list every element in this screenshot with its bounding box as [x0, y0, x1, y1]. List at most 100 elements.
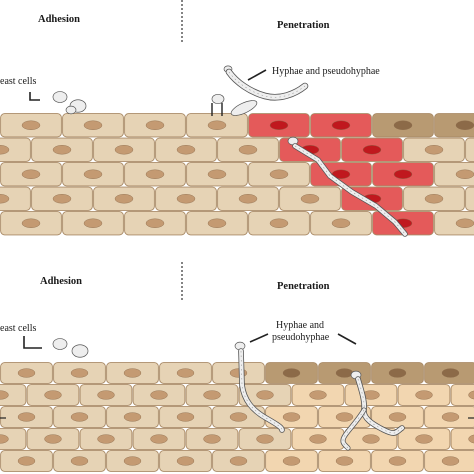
cell-nucleus — [150, 434, 168, 444]
cell-nucleus — [238, 194, 258, 204]
cell-nucleus — [44, 390, 62, 400]
cell-nucleus — [17, 368, 36, 378]
cell-nucleus — [21, 120, 41, 130]
cell-nucleus — [468, 390, 474, 400]
adhesion-heading: Adhesion — [38, 14, 81, 25]
cell-nucleus — [176, 145, 196, 155]
epithelial-cell — [465, 137, 474, 162]
epithelial-cell — [0, 428, 27, 450]
penetration-heading: Penetration — [277, 20, 330, 31]
cell-nucleus — [0, 434, 9, 444]
cell-nucleus — [269, 218, 289, 228]
epithelial-tissue-top — [0, 113, 474, 236]
cell-nucleus — [203, 390, 221, 400]
yeast-cell — [65, 105, 77, 115]
cell-nucleus — [123, 456, 142, 466]
epithelial-cell — [434, 113, 474, 138]
epithelial-cell — [434, 162, 474, 187]
yeast-pointer — [29, 92, 40, 101]
penetration-heading: Penetration — [277, 281, 330, 292]
cell-nucleus — [123, 368, 142, 378]
cell-nucleus — [455, 169, 474, 179]
cell-nucleus — [388, 368, 407, 378]
cell-nucleus — [393, 120, 413, 130]
cell-nucleus — [17, 412, 36, 422]
epithelial-cell — [465, 186, 474, 211]
cell-nucleus — [203, 434, 221, 444]
yeast-cell — [52, 338, 68, 350]
cell-nucleus — [176, 456, 195, 466]
cell-nucleus — [145, 120, 165, 130]
cell-nucleus — [309, 434, 327, 444]
hyphae-label-line-2: pseudohyphae — [272, 332, 330, 343]
cell-nucleus — [83, 169, 103, 179]
cell-nucleus — [331, 218, 351, 228]
cell-nucleus — [17, 456, 36, 466]
cell-nucleus — [269, 169, 289, 179]
cell-nucleus — [388, 412, 407, 422]
hyphae-label-line-1: Hyphae and — [276, 320, 325, 331]
cell-nucleus — [97, 390, 115, 400]
cell-nucleus — [455, 218, 474, 228]
cell-nucleus — [424, 145, 444, 155]
cell-nucleus — [176, 412, 195, 422]
hypha — [226, 69, 308, 100]
cell-nucleus — [362, 145, 382, 155]
cell-nucleus — [176, 194, 196, 204]
hyphae-pointer — [249, 333, 269, 343]
epithelial-cell — [0, 137, 31, 162]
hyphae-label: Hyphae and pseudohyphae — [272, 66, 380, 77]
cell-nucleus — [0, 145, 10, 155]
bottom-panel — [0, 262, 474, 472]
cell-nucleus — [52, 145, 72, 155]
cell-nucleus — [362, 434, 380, 444]
cell-nucleus — [83, 218, 103, 228]
cell-nucleus — [176, 368, 195, 378]
epithelial-cell — [450, 428, 474, 450]
cell-nucleus — [441, 368, 460, 378]
cell-nucleus — [269, 120, 289, 130]
yeast-cell — [71, 344, 89, 358]
epithelial-cell — [450, 384, 474, 406]
cell-nucleus — [21, 169, 41, 179]
cell-nucleus — [114, 145, 134, 155]
cell-nucleus — [335, 412, 354, 422]
cell-nucleus — [335, 456, 354, 466]
cell-nucleus — [331, 120, 351, 130]
cell-nucleus — [97, 434, 115, 444]
cell-nucleus — [207, 120, 227, 130]
cell-nucleus — [415, 434, 433, 444]
cell-nucleus — [21, 218, 41, 228]
fungal-cells-bottom — [23, 333, 405, 451]
epithelial-cell — [0, 384, 27, 406]
epithelial-cell — [0, 186, 31, 211]
hypha-septa — [294, 145, 406, 235]
yeast-cells-label: east cells — [0, 323, 37, 334]
yeast-cells-label: east cells — [0, 76, 37, 87]
cell-nucleus — [468, 434, 474, 444]
cell-nucleus — [455, 120, 474, 130]
cell-nucleus — [70, 412, 89, 422]
cell-nucleus — [207, 169, 227, 179]
epithelial-tissue-bottom — [0, 362, 474, 472]
fungal-cells-top — [29, 65, 408, 237]
cell-nucleus — [44, 434, 62, 444]
cell-nucleus — [123, 412, 142, 422]
cell-nucleus — [393, 169, 413, 179]
cell-nucleus — [229, 456, 248, 466]
cell-nucleus — [70, 368, 89, 378]
cell-nucleus — [145, 218, 165, 228]
cell-nucleus — [150, 390, 168, 400]
cell-nucleus — [70, 456, 89, 466]
cell-nucleus — [282, 456, 301, 466]
hyphae-pointer — [247, 69, 267, 81]
cell-nucleus — [388, 456, 407, 466]
cell-nucleus — [335, 368, 354, 378]
hypha — [239, 349, 284, 432]
cell-nucleus — [229, 412, 248, 422]
cell-nucleus — [415, 390, 433, 400]
cell-nucleus — [0, 390, 9, 400]
cell-nucleus — [424, 194, 444, 204]
cell-nucleus — [256, 434, 274, 444]
